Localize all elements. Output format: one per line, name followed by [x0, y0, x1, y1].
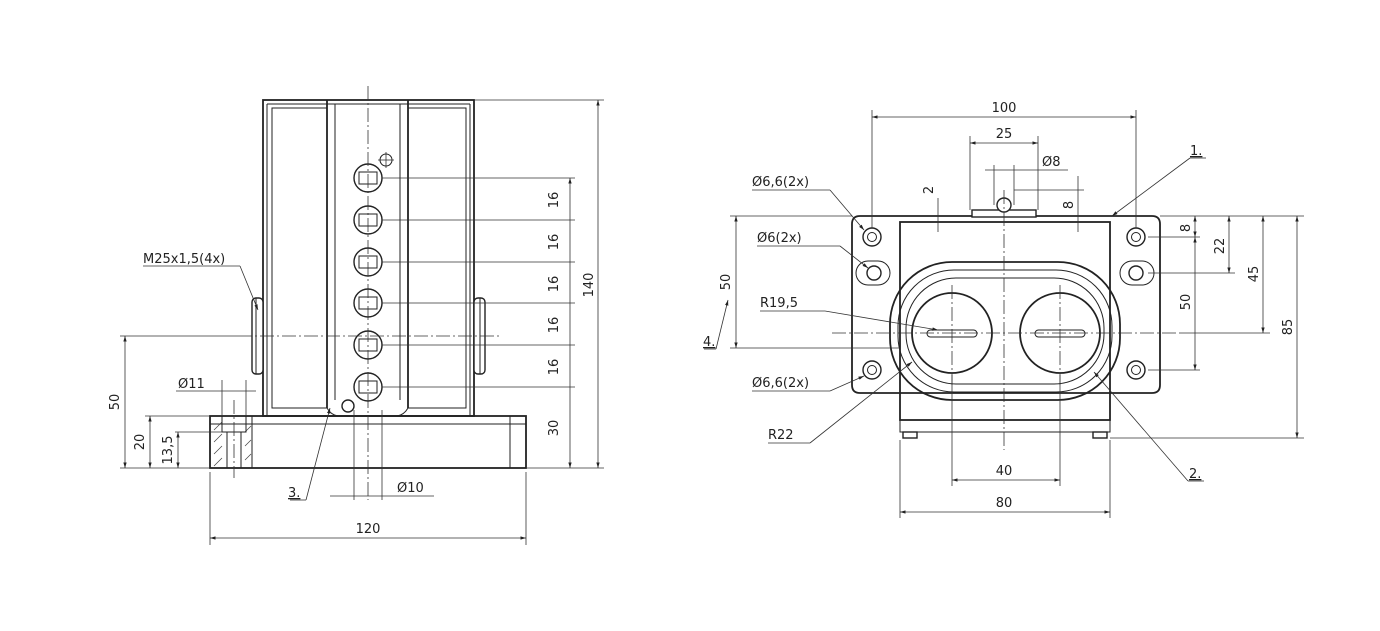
callout-slot-holes: Ø6(2x) — [757, 231, 802, 246]
dim-pitch-5: 16 — [547, 359, 562, 376]
outer-seal — [889, 261, 1121, 401]
mounting-plate — [851, 215, 1161, 394]
dim-right-50: 50 — [1179, 294, 1194, 311]
mounting-holes — [855, 227, 1155, 380]
dim-width-100: 100 — [992, 101, 1017, 116]
callout-pin-d8: Ø8 — [1042, 155, 1061, 170]
switch-body — [899, 221, 1111, 421]
dim-pitch-1: 16 — [547, 192, 562, 209]
dim-right-8: 8 — [1179, 224, 1194, 232]
dim-left-50: 50 — [719, 274, 734, 291]
dim-width-80: 80 — [996, 496, 1013, 511]
callout-d11: Ø11 — [178, 377, 205, 392]
callout-item-4: 4. — [703, 335, 715, 350]
dim-top-8: 8 — [1062, 201, 1077, 209]
callout-item-3: 3. — [288, 486, 300, 501]
dim-width-25: 25 — [996, 127, 1013, 142]
callout-r22: R22 — [768, 428, 794, 443]
dim-pitch-3: 16 — [547, 276, 562, 293]
dim-width-40: 40 — [996, 464, 1013, 479]
dim-pitch-2: 16 — [547, 234, 562, 251]
callout-d10: Ø10 — [397, 481, 424, 496]
left-panel — [271, 107, 328, 409]
dim-top-2: 2 — [922, 186, 937, 194]
dim-pitch-4: 16 — [547, 317, 562, 334]
dim-height-20: 20 — [133, 434, 148, 451]
dim-width-120: 120 — [356, 522, 381, 537]
callout-item-1: 1. — [1190, 144, 1202, 159]
callout-thread: M25x1,5(4x) — [143, 252, 225, 267]
dim-right-45: 45 — [1247, 266, 1262, 283]
dim-bottom-30: 30 — [547, 420, 562, 437]
base-hole-section — [213, 400, 252, 478]
callout-mount-holes-top: Ø6,6(2x) — [752, 175, 809, 190]
callout-mount-holes-bottom: Ø6,6(2x) — [752, 376, 809, 391]
dim-right-22: 22 — [1213, 238, 1228, 255]
dim-height-140: 140 — [582, 273, 597, 298]
right-panel — [407, 107, 467, 409]
callout-r19-5: R19,5 — [760, 296, 798, 311]
callout-item-2: 2. — [1189, 467, 1201, 482]
top-view: 100 25 Ø8 8 2 50 4. Ø6,6(2x) Ø6(2x) — [703, 101, 1304, 518]
dim-height-13-5: 13,5 — [161, 436, 176, 465]
front-view: 16 16 16 16 16 30 140 50 20 13,5 Ø11 M25… — [108, 86, 604, 545]
dim-right-85: 85 — [1281, 319, 1296, 336]
dim-height-50: 50 — [108, 394, 123, 411]
